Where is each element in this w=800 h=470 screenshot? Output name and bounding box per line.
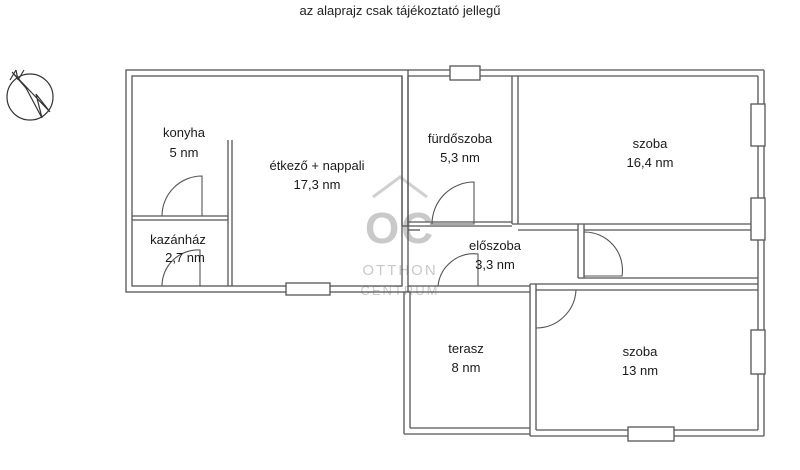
room-area: 8 nm [452, 360, 481, 375]
compass-icon [6, 69, 54, 121]
door-bathroom [430, 181, 475, 225]
window-room1-lower [750, 197, 766, 241]
room-name: szoba [623, 344, 658, 359]
room-area: 5,3 nm [440, 150, 480, 165]
room-area: 17,3 nm [294, 177, 341, 192]
window-room2-bottom [627, 426, 675, 442]
room-name: konyha [163, 125, 206, 140]
room-name: kazánház [150, 232, 206, 247]
room-area: 13 nm [622, 363, 658, 378]
window-room2 [750, 329, 766, 375]
room-area: 5 nm [170, 145, 199, 160]
watermark-line2: CENTRUM [361, 283, 440, 298]
door-hallway-bottom [436, 253, 479, 287]
room-szoba1: szoba 16,4 nm [627, 136, 674, 170]
room-kazanhaz: kazánház 2,7 nm [150, 232, 206, 265]
door-kitchen [158, 175, 203, 217]
door-boiler [156, 249, 201, 287]
watermark-logo: OC OTTHON CENTRUM [361, 175, 440, 298]
window-bathroom [449, 65, 481, 81]
plan-caption: az alaprajz csak tájékoztató jellegű [299, 3, 501, 18]
room-furdo: fürdőszoba 5,3 nm [428, 131, 493, 165]
room-eloszoba: előszoba 3,3 nm [469, 238, 522, 272]
room-szoba2: szoba 13 nm [622, 344, 658, 378]
window-living [285, 282, 331, 296]
door-room2 [535, 289, 577, 329]
room-name: étkező + nappali [269, 158, 364, 173]
window-room1-upper [750, 103, 766, 147]
windows [285, 65, 766, 442]
room-name: fürdőszoba [428, 131, 493, 146]
door-hallway-right [583, 231, 624, 277]
room-area: 16,4 nm [627, 155, 674, 170]
watermark-line1: OTTHON [362, 262, 437, 279]
room-name: előszoba [469, 238, 522, 253]
doors [156, 175, 624, 329]
walls [125, 69, 765, 437]
room-konyha: konyha 5 nm [163, 125, 206, 160]
room-name: terasz [448, 341, 483, 356]
room-name: szoba [633, 136, 668, 151]
room-etkezo: étkező + nappali 17,3 nm [269, 158, 364, 192]
watermark-monogram: OC [365, 204, 435, 253]
room-terasz: terasz 8 nm [448, 341, 483, 375]
room-area: 3,3 nm [475, 257, 515, 272]
room-area: 2,7 nm [165, 250, 205, 265]
